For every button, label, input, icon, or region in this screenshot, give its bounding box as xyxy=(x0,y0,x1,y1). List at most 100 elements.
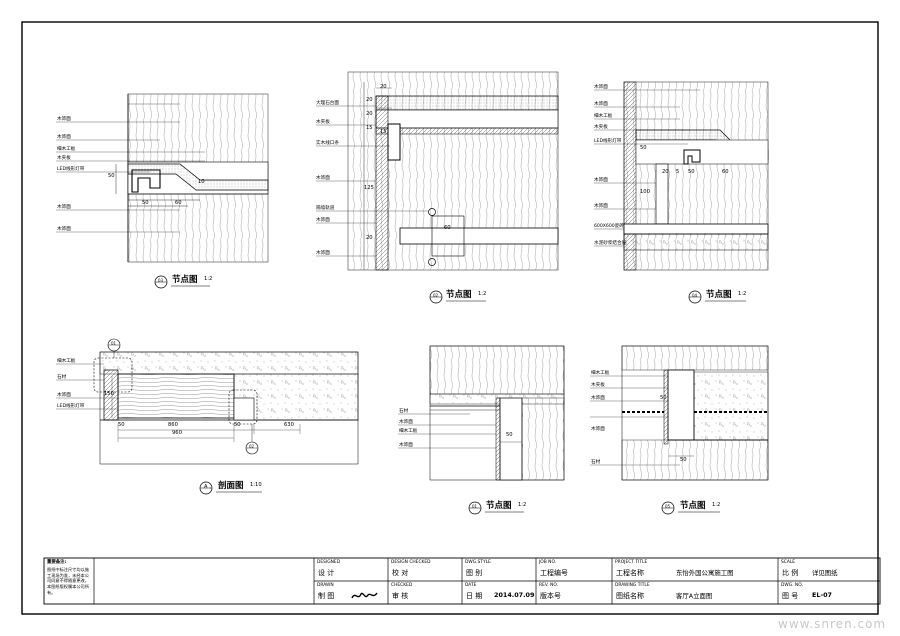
dimension: 60 xyxy=(722,169,729,175)
dwg-no-field: 图 号 xyxy=(782,592,799,600)
section-a-drawing xyxy=(56,338,359,495)
dimension: 10 xyxy=(198,179,205,185)
callout-label: 木饰面 xyxy=(316,251,330,256)
detail-caption: 节点图 xyxy=(446,290,472,300)
callout-label: 600X600瓷砖 xyxy=(594,224,624,229)
callout-label: 木饰面 xyxy=(399,443,413,448)
callout-label: 木饰面 xyxy=(57,135,71,140)
scale-value: 详见图纸 xyxy=(812,569,838,577)
scale-field: 比 例 xyxy=(782,569,799,577)
callout-label: 木饰面 xyxy=(399,420,413,425)
design-checked-head: DESIGN CHECKED xyxy=(391,560,431,565)
callout-label: 木夹板 xyxy=(57,156,71,161)
dimension: 20 xyxy=(662,169,669,175)
dimension: 5 xyxy=(676,169,680,175)
rev-field: 版本号 xyxy=(540,592,561,600)
detail-01-drawing xyxy=(398,345,565,515)
callout-label: 石材 xyxy=(399,409,409,414)
callout-label: 细木工板 xyxy=(57,359,76,364)
date-field: 日 期 xyxy=(466,592,483,600)
callout-label: 木饰面 xyxy=(594,204,608,209)
designed-head: DESIGNED xyxy=(317,560,341,565)
detail-caption: 节点图 xyxy=(172,275,198,285)
drawing-title-field: 图纸名称 xyxy=(616,592,644,600)
dimension: 50 xyxy=(506,432,513,438)
detail-caption: 节点图 xyxy=(486,501,512,511)
checked-head: CHECKED xyxy=(391,583,413,588)
detail-tag: 05 xyxy=(665,504,671,509)
job-no-field: 工程编号 xyxy=(540,569,568,577)
dimension: 125 xyxy=(364,185,374,191)
callout-label: 大理石台面 xyxy=(316,101,339,106)
dimension: 60 xyxy=(444,225,451,231)
dwg-no-value: EL-07 xyxy=(812,591,832,599)
callout-label: LED线形灯带 xyxy=(57,167,85,172)
dimension: 50 xyxy=(234,422,241,428)
callout-tag: 02 xyxy=(249,444,255,449)
callout-tag: 01 xyxy=(111,341,117,346)
drawing-name: 客厅A立面图 xyxy=(676,592,713,600)
design-checked-field: 校 对 xyxy=(392,569,409,577)
callout-label: 细木工板 xyxy=(57,147,76,152)
detail-05-drawing xyxy=(590,345,769,515)
callout-label: 木夹板 xyxy=(591,383,605,388)
callout-label: 细木工板 xyxy=(591,371,610,376)
notes-text: 图纸中标注尺寸均以施工现场为准，未经本公司同意不得随意更改，本图纸版权属本公司所… xyxy=(47,567,89,595)
project-title-head: PROJECT TITLE xyxy=(615,560,648,565)
rev-head: REV. NO. xyxy=(539,583,559,588)
dimension: 150 xyxy=(104,391,114,397)
callout-label: 木饰面 xyxy=(57,117,71,122)
callout-label: 木饰面 xyxy=(316,218,330,223)
detail-caption: 节点图 xyxy=(680,501,706,511)
detail-02-drawing xyxy=(316,71,559,304)
dimension: 50 xyxy=(640,145,647,151)
callout-label: LED线形灯带 xyxy=(594,139,622,144)
callout-label: 细木工板 xyxy=(399,429,418,434)
detail-caption: 剖面图 xyxy=(218,481,244,491)
dimension: 630 xyxy=(284,422,294,428)
detail-tag: A xyxy=(204,484,208,490)
callout-label: 木夹板 xyxy=(316,120,330,125)
notes-title: 重要备注: xyxy=(47,560,67,565)
detail-scale: 1:2 xyxy=(712,502,721,508)
detail-tag: 04 xyxy=(692,293,698,298)
date-head: DATE xyxy=(465,583,477,588)
dimension: 50 xyxy=(142,200,149,206)
dimension: 50 xyxy=(118,422,125,428)
detail-caption: 节点图 xyxy=(706,290,732,300)
dimension: 860 xyxy=(168,422,178,428)
dimension: 100 xyxy=(640,189,650,195)
callout-label: 隔墙轨道 xyxy=(316,206,335,211)
detail-03-drawing xyxy=(56,93,269,289)
detail-scale: 1:2 xyxy=(518,502,527,508)
sheet-border xyxy=(21,21,879,615)
detail-04-drawing xyxy=(594,81,769,304)
callout-label: 木夹板 xyxy=(594,125,608,130)
designed-field: 设 计 xyxy=(318,569,335,577)
detail-scale: 1:2 xyxy=(204,276,213,282)
callout-label: 木饰面 xyxy=(594,178,608,183)
dimension: 20 xyxy=(380,84,387,90)
dimension: 20 xyxy=(366,111,373,117)
dimension: 50 xyxy=(680,457,687,463)
dimension: 50 xyxy=(108,173,115,179)
detail-scale: 1:10 xyxy=(250,482,262,488)
watermark: www.snren.com xyxy=(778,617,887,631)
dimension: 60 xyxy=(175,200,182,206)
callout-label: 木饰面 xyxy=(57,205,71,210)
drawing-title-head: DRAWING TITLE xyxy=(615,583,650,588)
callout-label: 木饰面 xyxy=(591,427,605,432)
dwg-style-field: 图 别 xyxy=(466,569,483,577)
detail-tag: 03 xyxy=(158,278,164,283)
dimension: 50 xyxy=(688,169,695,175)
dimension: 15 xyxy=(380,129,387,135)
callout-label: 木饰面 xyxy=(594,85,608,90)
checked-field: 审 核 xyxy=(392,592,409,600)
dimension: 20 xyxy=(366,97,373,103)
dimension: 20 xyxy=(366,235,373,241)
callout-label: 木饰面 xyxy=(591,396,605,401)
job-no-head: JOB NO. xyxy=(539,560,557,565)
project-title-field: 工程名称 xyxy=(616,569,644,577)
